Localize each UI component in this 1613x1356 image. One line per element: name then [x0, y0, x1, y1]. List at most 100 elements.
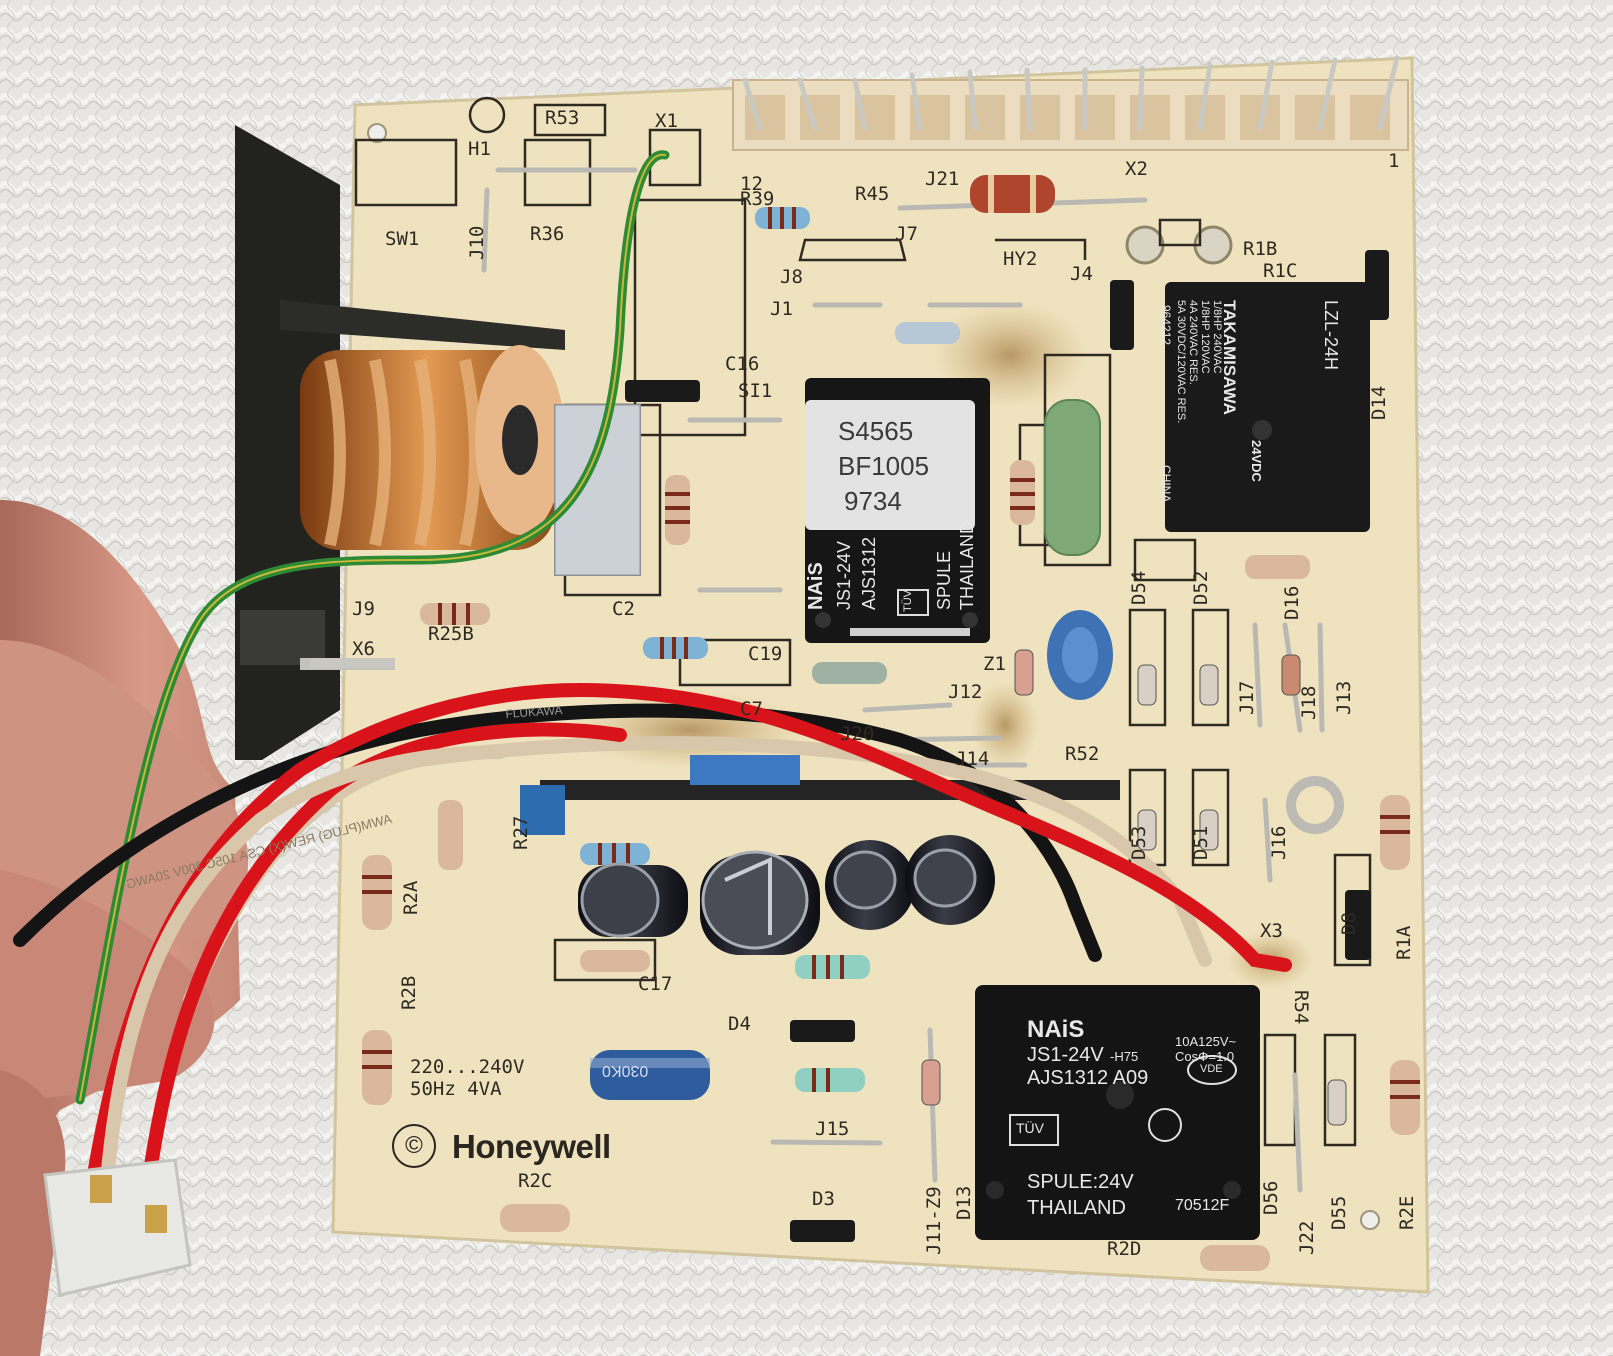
relay-bottom-lot: 70512F	[1175, 1197, 1230, 1214]
connector-pin-first: 12	[740, 173, 763, 195]
copyright-icon: ©	[392, 1124, 436, 1168]
label-D14: D14	[1368, 385, 1390, 420]
relay-bottom-rating-2: CosΦ=1.0	[1175, 1049, 1235, 1064]
label-J11-Z9: J11-Z9	[923, 1186, 945, 1255]
relay-right-rating-1: 1/8HP 240VAC	[1211, 300, 1223, 374]
relay-top-origin: THAILAND	[957, 520, 977, 610]
relay-right-rating-3: 4A 240VAC RES.	[1187, 300, 1199, 385]
relay-top-spule: SPULE	[934, 550, 954, 610]
label-J15: J15	[815, 1118, 850, 1140]
label-D55: D55	[1328, 1195, 1350, 1230]
relay-top-model: JS1-24V	[834, 540, 854, 610]
sticker-line-3: 9734	[844, 486, 902, 516]
label-R39: R39	[740, 188, 775, 210]
label-J17: J17	[1236, 680, 1258, 715]
wire-black-print: FLUKAWA	[504, 703, 563, 721]
label-R54: R54	[1290, 990, 1312, 1025]
power-rating-line2: 50Hz 4VA	[410, 1078, 502, 1100]
label-C16: C16	[725, 353, 760, 375]
label-R2A: R2A	[400, 880, 422, 915]
relay-bottom-suffix: -H75	[1110, 1049, 1139, 1064]
label-J22: J22	[1296, 1220, 1318, 1255]
sticker-line-1: S4565	[838, 416, 914, 446]
relay-bottom-rating-1: 10A125V~	[1175, 1034, 1237, 1049]
relay-right-origin: CHINA	[1159, 465, 1173, 503]
relay-bottom-brand: NAiS	[1027, 1016, 1085, 1043]
label-C17: C17	[638, 973, 673, 995]
pin-header	[732, 55, 1409, 151]
relay-bottom-vde: VDE	[1200, 1063, 1223, 1075]
ignition-transformer	[300, 345, 641, 576]
relay-right-rating-2: 1/8HP 120VAC	[1199, 300, 1211, 374]
label-D4: D4	[728, 1013, 751, 1035]
label-J9: J9	[352, 598, 375, 620]
label-R2B: R2B	[398, 975, 420, 1010]
label-Z1: Z1	[983, 653, 1006, 675]
resistors	[362, 175, 1420, 1271]
label-R2D: R2D	[1107, 1238, 1142, 1260]
label-D16: D16	[1281, 585, 1303, 620]
label-D8: D8	[1338, 912, 1360, 935]
diodes	[625, 250, 1389, 1242]
label-R52: R52	[1065, 743, 1100, 765]
label-D52: D52	[1190, 570, 1212, 605]
label-D54: D54	[1128, 570, 1150, 605]
label-J20: J20	[840, 723, 875, 745]
relay-right-model: LZL-24H	[1321, 300, 1341, 371]
wire-jumpers	[481, 167, 1325, 1193]
label-SI1: SI1	[738, 380, 773, 402]
sticker-line-2: BF1005	[838, 451, 930, 481]
relay-right-lot: 964212	[1159, 305, 1173, 346]
label-R53: R53	[545, 107, 580, 129]
relay-right-brand: TAKAMISAWA	[1220, 300, 1239, 415]
relay-top-approval: TÜV	[902, 590, 914, 612]
label-J13: J13	[1333, 680, 1355, 715]
label-J8: J8	[780, 266, 803, 288]
power-rating-line1: 220...240V	[410, 1056, 525, 1078]
label-X3: X3	[1260, 920, 1283, 942]
label-R25B: R25B	[428, 623, 474, 645]
green-power-resistor	[1044, 399, 1101, 556]
label-R45: R45	[855, 183, 890, 205]
label-X1: X1	[655, 110, 678, 132]
relay-top-brand: NAiS	[805, 562, 827, 610]
label-H1: H1	[468, 138, 491, 160]
relay-bottom-spule: SPULE:24V	[1027, 1171, 1134, 1193]
relay-bottom-origin: THAILAND	[1027, 1197, 1126, 1219]
label-J7: J7	[895, 223, 918, 245]
relay-right-rating-4: 5A 30VDC/120VAC RES.	[1175, 300, 1187, 424]
label-R1C: R1C	[1263, 260, 1298, 282]
label-J21: J21	[925, 168, 960, 190]
label-D51: D51	[1190, 825, 1212, 860]
label-J14: J14	[955, 748, 990, 770]
label-C19: C19	[748, 643, 783, 665]
label-D53: D53	[1128, 825, 1150, 860]
label-J18: J18	[1298, 685, 1320, 720]
label-C2: C2	[612, 598, 635, 620]
label-X2: X2	[1125, 158, 1148, 180]
white-plug	[43, 1158, 192, 1297]
blue-capacitor-print: 030K0	[602, 1062, 649, 1079]
relay-right-coil: 24VDC	[1249, 440, 1264, 482]
label-J12: J12	[948, 681, 983, 703]
label-D3: D3	[812, 1188, 835, 1210]
label-R27: R27	[510, 815, 532, 850]
label-C7: C7	[740, 698, 763, 720]
label-R2C: R2C	[518, 1170, 553, 1192]
relay-bottom-tuv: TÜV	[1016, 1120, 1044, 1136]
label-J1: J1	[770, 298, 793, 320]
relay-top-part: AJS1312	[859, 536, 879, 610]
label-R1B: R1B	[1243, 238, 1278, 260]
relay-bottom-body	[975, 985, 1260, 1240]
pcb-board	[235, 55, 1430, 1294]
black-bracket	[235, 125, 565, 760]
label-R1A: R1A	[1393, 925, 1415, 960]
label-D56: D56	[1260, 1180, 1282, 1215]
relay-bottom-part: AJS1312 A09	[1027, 1067, 1149, 1089]
label-X6: X6	[352, 638, 375, 660]
label-D13: D13	[953, 1185, 975, 1220]
glass-diodes	[921, 649, 1347, 1126]
wires	[13, 150, 1292, 1217]
label-J4: J4	[1070, 263, 1093, 285]
